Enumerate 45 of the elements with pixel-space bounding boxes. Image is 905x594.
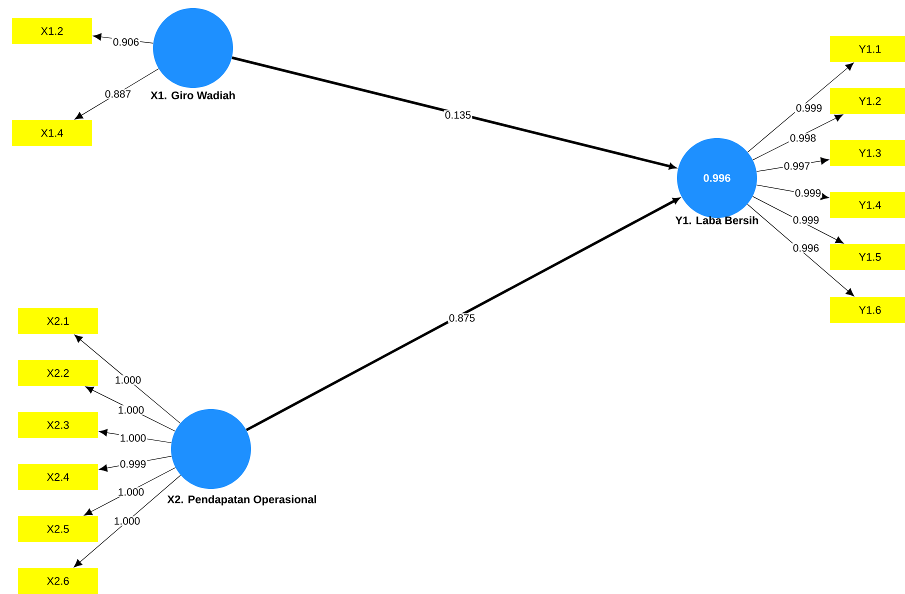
indicator-box: Y1.3: [830, 140, 905, 166]
arrow: [74, 474, 181, 568]
circle-node: 0.996 Y1. Laba Bersih: [675, 138, 758, 224]
indicator-box: X2.5: [18, 516, 98, 542]
indicator-box: Y1.2: [830, 88, 905, 114]
arrow: [747, 62, 854, 152]
edge-label: 1.000: [116, 405, 146, 415]
edge-label: 0.887: [104, 89, 132, 99]
edge-label: 1.000: [114, 375, 142, 385]
node-label: X1. Giro Wadiah: [150, 91, 235, 100]
indicator-box: X2.6: [18, 568, 98, 594]
indicator-box: Y1.5: [830, 244, 905, 270]
edge-label: 0.996: [792, 243, 820, 253]
indicator-box: Y1.4: [830, 192, 905, 218]
indicator-box: Y1.1: [830, 36, 905, 62]
indicator-box: X2.2: [18, 360, 98, 386]
edge-label: 0.999: [794, 103, 824, 113]
edge-label: 1.000: [118, 433, 148, 443]
arrow: [752, 196, 844, 244]
arrow: [74, 68, 159, 120]
indicator-box: X2.3: [18, 412, 98, 438]
indicator-box: X1.2: [12, 18, 92, 44]
edge-label: 0.999: [792, 215, 820, 225]
indicator-box: X2.4: [18, 464, 98, 490]
edge-label: 1.000: [112, 516, 142, 526]
circle-node: X2. Pendapatan Operasional: [167, 409, 316, 506]
edge-label: 0.135: [444, 110, 472, 120]
circle-node: X1. Giro Wadiah: [150, 8, 235, 100]
edge-label: 0.875: [448, 313, 476, 323]
arrow: [747, 204, 854, 296]
indicator-box: X2.1: [18, 308, 98, 334]
arrow: [246, 198, 680, 432]
arrow: [232, 56, 676, 170]
arrow: [74, 334, 180, 424]
edge-label: 0.906: [112, 37, 140, 47]
arrow: [752, 114, 844, 160]
node-label: X2. Pendapatan Operasional: [167, 495, 316, 506]
edge-label: 0.998: [788, 133, 818, 143]
arrow: [84, 467, 176, 516]
edge-label: 0.999: [118, 459, 148, 469]
edge-label: 1.000: [116, 487, 146, 497]
edge-label: 0.997: [782, 161, 812, 171]
indicator-box: X1.4: [12, 120, 92, 146]
indicator-box: Y1.6: [830, 297, 905, 323]
edge-label: 0.999: [794, 188, 822, 198]
